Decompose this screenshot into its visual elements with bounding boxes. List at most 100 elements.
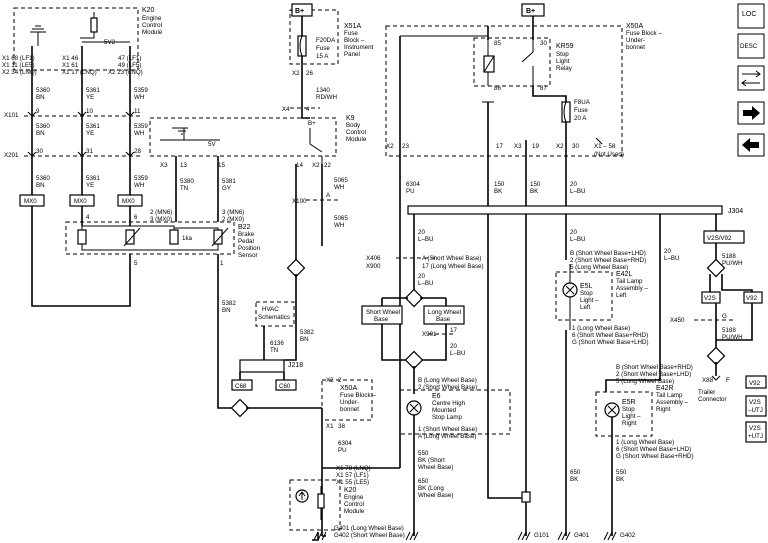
e5r-name-2: Light – — [622, 413, 641, 420]
splice-diamond-2 — [230, 398, 250, 418]
e5r-bot-1: 1 (Long Wheel Base) — [616, 439, 674, 446]
k20-ecm-top-box — [13, 7, 139, 71]
x101-pins-marks — [27, 111, 135, 117]
kr59-coil-mark — [483, 55, 495, 73]
c5065-num-2: 5065 — [334, 215, 348, 222]
x201-pin-28: 28 — [134, 148, 141, 155]
j304-label: J304 — [728, 208, 743, 215]
x51a-pin-x2: X2 — [292, 70, 300, 77]
circuit-150-wire-a — [487, 102, 526, 499]
v92-label: V92 — [746, 295, 758, 302]
e6-name-3: Stop Lamp — [432, 414, 462, 421]
x1-58-label: X1 – 58 — [594, 143, 616, 150]
mx0-box-mid — [69, 194, 95, 207]
trailer-split — [709, 274, 753, 292]
c5360-num-1: 5360 — [36, 87, 50, 94]
pin-17: 17 — [496, 143, 503, 150]
c5065-color-1: WH — [334, 184, 344, 191]
x901-label: X901 — [422, 331, 437, 338]
k20-top-name-1: Engine — [142, 15, 162, 22]
k20-top-name-3: Module — [142, 29, 163, 36]
b22-name-2: Pedal — [238, 238, 254, 245]
c60-box — [275, 379, 297, 391]
k9-bcm-box — [149, 117, 337, 157]
f20da-id: F20DA — [316, 37, 336, 44]
e42r-name-2: Assembly – — [656, 399, 689, 406]
x4-pin: 4 — [306, 106, 310, 113]
k9-5v-label: 5V — [208, 141, 216, 148]
e5l-bot-1: 1 (Long Wheel Base) — [572, 325, 630, 332]
x50a-top-name-3: bonnet — [626, 44, 645, 51]
prev-page-button[interactable] — [737, 133, 765, 157]
mx0-left-label: MX0 — [24, 198, 37, 205]
e6-pin-2: 2 (Short Wheel Base) — [418, 384, 477, 391]
related-circuits-button[interactable] — [737, 65, 765, 91]
x900-17-label: 17 (Long Wheel Base) — [422, 263, 484, 270]
mx0-box-right — [117, 194, 143, 207]
bk-swb-1: BK (Short — [418, 457, 445, 464]
b22-name-1: Brake — [238, 231, 255, 238]
v2s-box — [701, 291, 721, 304]
x50a-top-box — [385, 25, 623, 157]
x50a-mid-x2: X2 — [326, 377, 334, 384]
next-page-button[interactable] — [737, 101, 765, 125]
f8ua-rating: 20 A — [574, 115, 587, 122]
k20-bottom-pin-2: X1 57 (LF1) — [336, 472, 369, 479]
x406-label: X406 — [366, 255, 381, 262]
e42r-box — [595, 391, 653, 437]
k9-name-3: Module — [346, 136, 367, 143]
c5361-color-2: YE — [86, 130, 94, 137]
ground-symbol-g401 — [557, 531, 571, 541]
lwb-line-2: Base — [436, 316, 451, 323]
kr59-name-2: Light — [556, 58, 570, 65]
j218-box — [239, 359, 285, 373]
ground-symbol-g401-g402 — [312, 531, 327, 541]
e42l-name-3: Left — [616, 292, 627, 299]
f20da-label: Fuse — [316, 45, 330, 52]
x50a-top-name-2: Under- — [626, 37, 645, 44]
c20-num-3: 20 — [418, 273, 425, 280]
bk-lwb-2: Wheel Base) — [418, 492, 453, 499]
c5382-color-1: BN — [222, 307, 231, 314]
x101-pin-10: 10 — [86, 108, 93, 115]
loc-button[interactable]: LOC — [737, 3, 765, 29]
c6136-num: 6136 — [270, 340, 284, 347]
c5359-color-1: WH — [134, 94, 144, 101]
c5360-num-2: 5360 — [36, 123, 50, 130]
ecm-pin-mid-2: X1 61 — [62, 62, 79, 69]
c6136-color: TN — [270, 347, 278, 354]
k20-bottom-id: K20 — [344, 487, 357, 494]
c20-color-5: L–BU — [570, 236, 585, 243]
ecm-pin-left-2: X1 11 (LE5) — [2, 62, 35, 69]
ground-symbol-g101 — [517, 531, 531, 541]
ecm-pin-mid-3: X1 17 (LNQ) — [62, 69, 97, 76]
c68-box — [231, 379, 253, 391]
x50a-mid-2: 2 — [338, 377, 342, 384]
x51a-name-3: Instrument — [344, 44, 374, 51]
x51a-box — [289, 9, 339, 65]
ground-symbol-g402 — [603, 531, 617, 541]
x88-name-1: Trailer — [698, 389, 715, 396]
splice-diamond-6 — [706, 346, 726, 366]
c68-label: C68 — [235, 383, 247, 390]
hvac-ref-box — [255, 301, 295, 327]
ground-g101-label: G101 — [534, 532, 550, 539]
e5r-top-2: 2 (Short Wheel Base+LHD) — [616, 371, 691, 378]
v2s-v92-box — [703, 230, 745, 244]
e42l-name-2: Assembly – — [616, 285, 649, 292]
x51a-name-1: Fuse — [344, 30, 358, 37]
e6-pin-1: 1 (Short Wheel Base) — [418, 426, 477, 433]
b22-resistor-3 — [169, 229, 179, 245]
b22-resistor-1 — [77, 229, 87, 245]
kr59-contacts — [487, 40, 534, 86]
e42r-id: E42R — [656, 385, 674, 392]
kr59-relay-box — [473, 37, 551, 87]
c20-num-1: 20 — [570, 181, 577, 188]
desc-button[interactable]: DESC — [737, 33, 765, 59]
k9-bplus: B+ — [308, 120, 316, 127]
x88-name-2: Connector — [698, 396, 727, 403]
option-v2s-minus-label-2: –UTJ — [748, 407, 763, 414]
c5361-color-1: YE — [86, 94, 94, 101]
c20-num-4: 20 — [450, 343, 457, 350]
k9-ground-symbol — [172, 127, 188, 140]
